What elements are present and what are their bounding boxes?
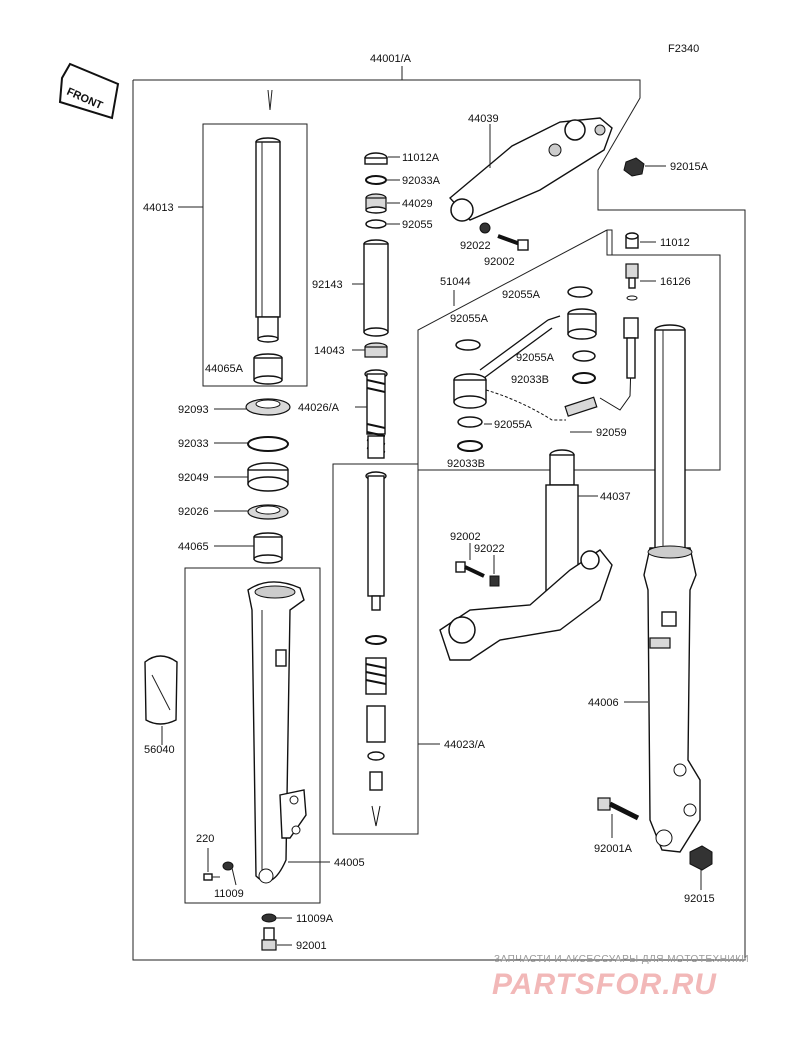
label-92055A-4: 92055A bbox=[494, 419, 533, 431]
valve-16126 bbox=[625, 263, 639, 301]
upper-bracket-44039 bbox=[448, 117, 613, 222]
rod-44023A bbox=[365, 471, 387, 827]
screw-220 bbox=[203, 873, 220, 881]
guard-56040 bbox=[144, 655, 178, 725]
box-44005 bbox=[184, 567, 321, 904]
label-16126: 16126 bbox=[660, 276, 691, 288]
label-92015A: 92015A bbox=[670, 161, 709, 173]
front-arrow-badge: FRONT bbox=[58, 62, 120, 120]
label-56040: 56040 bbox=[144, 744, 175, 756]
arrow-mark bbox=[267, 89, 273, 111]
assembly-outline bbox=[132, 66, 746, 961]
ring-92026 bbox=[247, 504, 289, 520]
label-44065: 44065 bbox=[178, 541, 209, 553]
air-joint-51044 bbox=[453, 308, 597, 409]
oring-92055A-c bbox=[572, 350, 596, 362]
nut-92015 bbox=[689, 845, 713, 871]
outer-tube-44005 bbox=[247, 581, 307, 884]
cap-44029 bbox=[365, 193, 387, 214]
box-51044 bbox=[417, 229, 721, 471]
label-92033B-1: 92033B bbox=[511, 374, 549, 386]
label-44013: 44013 bbox=[143, 202, 174, 214]
bushing-44065 bbox=[253, 532, 283, 564]
label-92093: 92093 bbox=[178, 404, 209, 416]
label-92143: 92143 bbox=[312, 279, 343, 291]
bolt-92002-mid bbox=[455, 561, 485, 578]
label-92002-mid: 92002 bbox=[450, 531, 481, 543]
box-44013 bbox=[202, 123, 308, 387]
label-92055A-2: 92055A bbox=[450, 313, 489, 325]
label-44006: 44006 bbox=[588, 697, 619, 709]
fork-tube-44006 bbox=[643, 324, 701, 853]
cap-11012A bbox=[364, 152, 388, 165]
oring-92055A-a bbox=[567, 286, 593, 298]
label-92033: 92033 bbox=[178, 438, 209, 450]
label-51044: 51044 bbox=[440, 276, 471, 288]
damper-44026A bbox=[364, 369, 388, 459]
label-92033B-2: 92033B bbox=[447, 458, 485, 470]
figure-code: F2340 bbox=[668, 43, 699, 55]
watermark-brand: PARTSFOR.RU bbox=[492, 968, 717, 1001]
label-44039: 44039 bbox=[468, 113, 499, 125]
label-92001: 92001 bbox=[296, 940, 327, 952]
label-11012: 11012 bbox=[660, 237, 690, 249]
bolt-92001 bbox=[261, 927, 277, 951]
oring-92055A-b bbox=[455, 339, 481, 351]
washer-92049 bbox=[247, 462, 289, 492]
label-92022-top: 92022 bbox=[460, 240, 491, 252]
label-44001A: 44001/A bbox=[370, 53, 412, 65]
label-92055: 92055 bbox=[402, 219, 433, 231]
bolt-92001A bbox=[597, 797, 640, 821]
washer-92022-top bbox=[479, 222, 491, 234]
watermark-tagline: ЗАПЧАСТИ И АКСЕССУАРЫ ДЛЯ МОТОТЕХНИКИ bbox=[494, 954, 749, 965]
label-92049: 92049 bbox=[178, 472, 209, 484]
label-44005: 44005 bbox=[334, 857, 365, 869]
oring-92055 bbox=[365, 219, 387, 229]
cap-11012 bbox=[625, 232, 639, 249]
oil-seal-92093 bbox=[245, 398, 291, 416]
label-11009: 11009 bbox=[214, 888, 244, 900]
label-44065A: 44065A bbox=[205, 363, 244, 375]
label-92015: 92015 bbox=[684, 893, 715, 905]
circlip-92033B-b bbox=[457, 440, 483, 452]
bolt-92002-top bbox=[497, 234, 529, 251]
steering-stem-44037 bbox=[439, 449, 613, 661]
collar-14043 bbox=[364, 342, 388, 358]
air-valve-92059 bbox=[485, 317, 639, 421]
label-11012A: 11012A bbox=[402, 152, 440, 164]
circlip-92033B-a bbox=[572, 372, 596, 384]
label-44026A: 44026/A bbox=[298, 402, 340, 414]
spacer-92143 bbox=[363, 239, 389, 337]
inner-tube-44013 bbox=[255, 137, 281, 343]
label-92026: 92026 bbox=[178, 506, 209, 518]
oring-92055A-d bbox=[457, 416, 483, 428]
label-92033A: 92033A bbox=[402, 175, 441, 187]
label-92055A-1: 92055A bbox=[502, 289, 541, 301]
washer-11009A bbox=[261, 913, 277, 923]
label-92002-top: 92002 bbox=[484, 256, 515, 268]
box-44023A bbox=[332, 463, 419, 835]
washer-11009 bbox=[222, 861, 234, 871]
label-44037: 44037 bbox=[600, 491, 631, 503]
label-11009A: 11009A bbox=[296, 913, 334, 925]
circlip-92033A bbox=[365, 175, 387, 185]
label-92059: 92059 bbox=[596, 427, 627, 439]
circlip-92033 bbox=[247, 436, 289, 452]
bushing-44065A bbox=[253, 353, 283, 385]
label-44023A: 44023/A bbox=[444, 739, 486, 751]
nut-92015A bbox=[623, 157, 645, 177]
label-92055A-3: 92055A bbox=[516, 352, 555, 364]
label-92001A: 92001A bbox=[594, 843, 633, 855]
washer-92022-mid bbox=[489, 575, 500, 587]
label-220: 220 bbox=[196, 833, 214, 845]
label-14043: 14043 bbox=[314, 345, 345, 357]
label-92022-mid: 92022 bbox=[474, 543, 505, 555]
label-44029: 44029 bbox=[402, 198, 433, 210]
